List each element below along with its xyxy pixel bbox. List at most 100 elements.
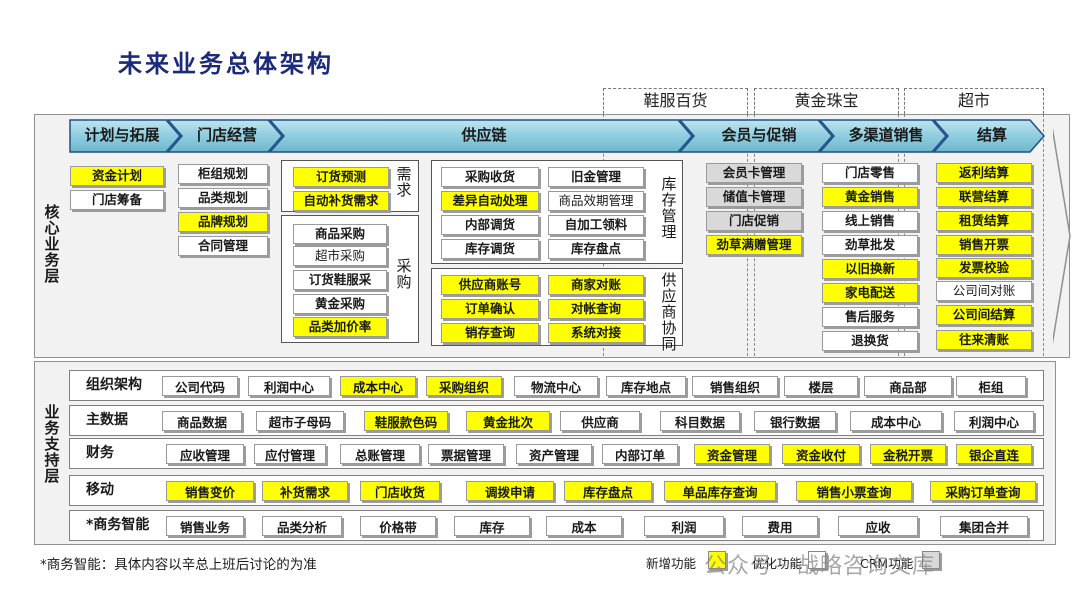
support-item[interactable]: 黄金批次: [466, 411, 550, 431]
module-auto-replenish[interactable]: 自动补货需求: [293, 191, 389, 211]
support-item[interactable]: 利润: [644, 516, 724, 536]
module-capital-plan[interactable]: 资金计划: [70, 166, 164, 186]
support-item[interactable]: 采购订单查询: [930, 481, 1036, 501]
module-supplier-account[interactable]: 供应商账号: [441, 275, 539, 295]
support-item[interactable]: 供应商: [560, 411, 640, 431]
module-intercompany-settle[interactable]: 公司间结算: [936, 305, 1032, 325]
module-statement-query[interactable]: 对帐查询: [548, 299, 644, 319]
module-apparel-order[interactable]: 订货鞋服采: [293, 270, 387, 290]
support-item[interactable]: 银行数据: [754, 411, 836, 431]
module-trade-in[interactable]: 以旧换新: [822, 259, 918, 279]
support-item[interactable]: 银企直连: [956, 444, 1032, 464]
module-internal-transfer[interactable]: 内部调货: [441, 215, 539, 235]
phase-label-sales: 多渠道销售: [848, 126, 924, 144]
module-sales-invoice[interactable]: 销售开票: [936, 235, 1032, 255]
module-supermarket-purchase[interactable]: 超市采购: [293, 246, 387, 266]
support-item[interactable]: 成本中心: [850, 411, 942, 431]
module-gold-sales[interactable]: 黄金销售: [822, 187, 918, 207]
support-item[interactable]: 利润中心: [248, 376, 330, 396]
module-system-integration[interactable]: 系统对接: [548, 323, 644, 343]
support-item[interactable]: 库存盘点: [564, 481, 652, 501]
module-lease-settle[interactable]: 租赁结算: [936, 211, 1032, 231]
support-item[interactable]: 应付管理: [254, 444, 326, 464]
support-row-mobile: 移动 销售变价 补货需求 门店收货 调拨申请 库存盘点 单品库存查询 销售小票查…: [69, 475, 1044, 506]
module-order-forecast[interactable]: 订货预测: [293, 167, 389, 187]
module-gold-purchase[interactable]: 黄金采购: [293, 294, 387, 314]
support-item[interactable]: 资金管理: [694, 444, 770, 464]
support-item[interactable]: 应收: [838, 516, 918, 536]
module-return-exchange[interactable]: 退换货: [822, 331, 918, 351]
module-brand-plan[interactable]: 品牌规划: [178, 212, 268, 232]
support-item[interactable]: 楼层: [784, 376, 858, 396]
support-item[interactable]: 集团合并: [940, 516, 1028, 536]
support-item[interactable]: 应收管理: [166, 444, 244, 464]
phase-bar: 计划与拓展 门店经营 供应链 会员与促销 多渠道销售 结算: [69, 118, 1050, 154]
module-diff-auto[interactable]: 差异自动处理: [441, 191, 539, 211]
support-item[interactable]: 采购组织: [426, 376, 502, 396]
support-item[interactable]: 销售小票查询: [796, 481, 912, 501]
module-contract-mgmt[interactable]: 合同管理: [178, 236, 268, 256]
support-item[interactable]: 金税开票: [870, 444, 946, 464]
module-intercompany-reconcile[interactable]: 公司间对账: [936, 281, 1032, 301]
support-item[interactable]: 利润中心: [954, 411, 1034, 431]
support-row-label: 组织架构: [86, 377, 142, 393]
support-item[interactable]: 柜组: [956, 376, 1026, 396]
module-member-card[interactable]: 会员卡管理: [706, 163, 802, 183]
module-stored-value-card[interactable]: 储值卡管理: [706, 187, 802, 207]
support-item[interactable]: 公司代码: [162, 376, 238, 396]
support-item[interactable]: 销售组织: [692, 376, 778, 396]
support-item[interactable]: 库存地点: [606, 376, 686, 396]
module-store-retail[interactable]: 门店零售: [822, 163, 918, 183]
module-joint-settle[interactable]: 联营结算: [936, 187, 1032, 207]
module-invoice-verify[interactable]: 发票校验: [936, 258, 1032, 278]
module-jincao-gift[interactable]: 劲草满赠管理: [706, 235, 802, 255]
module-after-sales[interactable]: 售后服务: [822, 307, 918, 327]
support-item[interactable]: 价格带: [360, 516, 436, 536]
module-expiry-mgmt[interactable]: 商品效期管理: [548, 191, 644, 211]
phase-label-supply: 供应链: [461, 126, 507, 144]
support-item[interactable]: 资产管理: [516, 444, 592, 464]
module-merchant-reconcile[interactable]: 商家对账: [548, 275, 644, 295]
support-item[interactable]: 单品库存查询: [664, 481, 776, 501]
support-item[interactable]: 资金收付: [782, 444, 860, 464]
module-order-confirm[interactable]: 订单确认: [441, 299, 539, 319]
support-item[interactable]: 品类分析: [262, 516, 342, 536]
support-item[interactable]: 鞋服款色码: [364, 411, 448, 431]
support-item[interactable]: 库存: [454, 516, 530, 536]
module-rebate-settle[interactable]: 返利结算: [936, 163, 1032, 183]
support-item[interactable]: 科目数据: [660, 411, 740, 431]
module-appliance-delivery[interactable]: 家电配送: [822, 283, 918, 303]
module-category-plan[interactable]: 品类规划: [178, 188, 268, 208]
support-item[interactable]: 商品部: [864, 376, 952, 396]
module-online-sales[interactable]: 线上销售: [822, 211, 918, 231]
module-sales-stock-query[interactable]: 销存查询: [441, 323, 539, 343]
support-item[interactable]: 销售业务: [166, 516, 244, 536]
module-old-gold[interactable]: 旧金管理: [548, 167, 644, 187]
module-goods-purchase[interactable]: 商品采购: [293, 224, 387, 244]
support-item[interactable]: 物流中心: [514, 376, 598, 396]
support-item[interactable]: 商品数据: [162, 411, 242, 431]
module-jincao-wholesale[interactable]: 劲草批发: [822, 235, 918, 255]
module-category-markup[interactable]: 品类加价率: [293, 317, 387, 337]
module-purchase-receipt[interactable]: 采购收货: [441, 167, 539, 187]
support-item[interactable]: 内部订单: [602, 444, 678, 464]
support-item[interactable]: 销售变价: [166, 481, 254, 501]
module-store-promotion[interactable]: 门店促销: [706, 211, 802, 231]
support-item[interactable]: 票据管理: [428, 444, 504, 464]
support-item[interactable]: 门店收货: [360, 481, 440, 501]
support-item[interactable]: 成本: [546, 516, 622, 536]
support-item[interactable]: 费用: [742, 516, 818, 536]
phase-label-member: 会员与促销: [721, 126, 797, 144]
module-self-processing[interactable]: 自加工领料: [548, 215, 644, 235]
support-item[interactable]: 总账管理: [340, 444, 420, 464]
module-stock-count[interactable]: 库存盘点: [548, 239, 644, 259]
group-purchase-label: 采购: [396, 257, 412, 291]
module-account-clearing[interactable]: 往来清账: [936, 330, 1032, 350]
module-store-prep[interactable]: 门店筹备: [70, 190, 164, 210]
module-counter-plan[interactable]: 柜组规划: [178, 164, 268, 184]
module-stock-transfer[interactable]: 库存调货: [441, 239, 539, 259]
support-item[interactable]: 调拨申请: [466, 481, 554, 501]
support-item[interactable]: 补货需求: [262, 481, 348, 501]
support-item[interactable]: 成本中心: [340, 376, 416, 396]
support-item[interactable]: 超市子母码: [256, 411, 344, 431]
